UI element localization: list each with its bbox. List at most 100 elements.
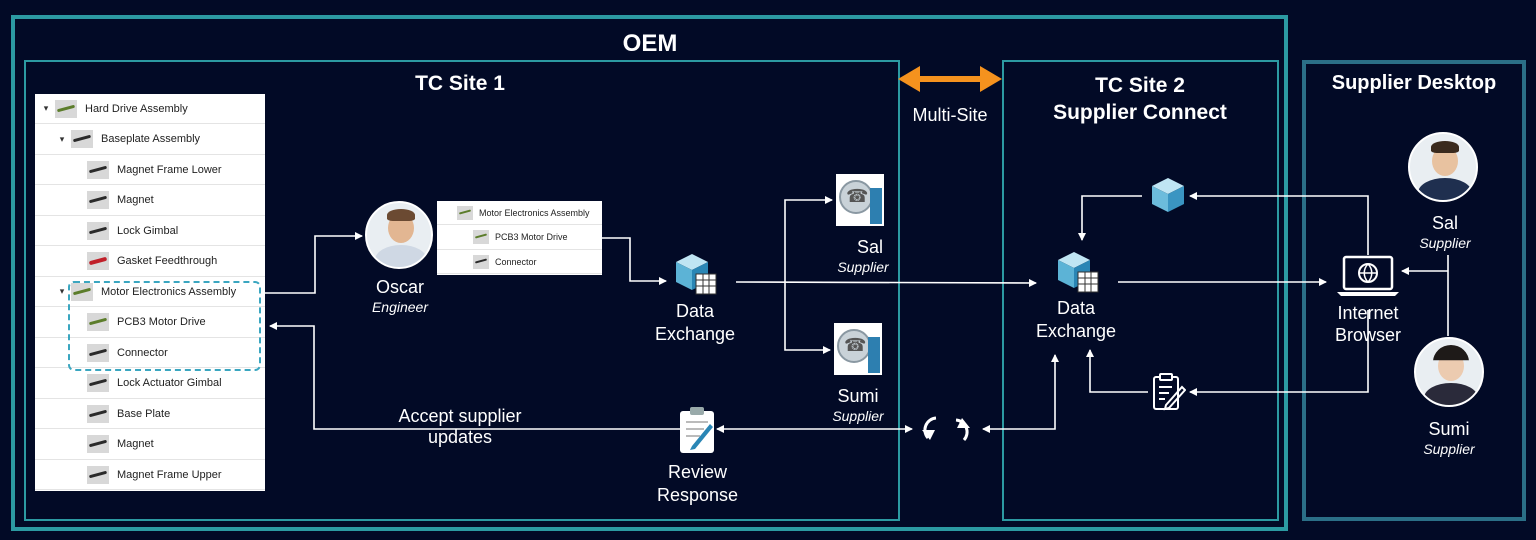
tree-item-label: Connector (117, 346, 168, 359)
tree-item-label: PCB3 Motor Drive (117, 316, 206, 328)
sal-desktop-role: Supplier (1419, 235, 1471, 251)
part-thumbnail-icon (87, 221, 109, 240)
accept-line2: updates (427, 427, 493, 447)
arrow-to-sumi (784, 283, 831, 354)
internet-browser-label: Internet Browser (1313, 302, 1423, 346)
tree-item-row[interactable]: Lock Gimbal (35, 216, 265, 246)
part-thumbnail-icon (55, 99, 77, 118)
tree-item-row[interactable]: ▾ Motor Electronics Assembly (35, 277, 265, 307)
data-exchange-1-label: Data Exchange (640, 300, 750, 346)
part-thumbnail-icon (87, 404, 109, 423)
arrow-to-sal (784, 196, 833, 283)
tc-site-1-boundary (24, 60, 900, 521)
tree-item-row[interactable]: PCB3 Motor Drive (35, 308, 265, 338)
tree-item-row[interactable]: Magnet Frame Lower (35, 155, 265, 185)
arrow-cube-to-dx2 (1078, 195, 1142, 241)
review-clipboard-icon (680, 407, 714, 453)
tree-item-row[interactable]: ▾ Baseplate Assembly (35, 125, 265, 155)
browser-line1: Internet (1337, 303, 1399, 323)
tree-item-label: Magnet (117, 194, 154, 206)
arrow-sync-dx2 (982, 354, 1059, 433)
tree-item-label: Baseplate Assembly (101, 133, 201, 145)
data-exchange-2-line2: Exchange (1035, 321, 1117, 341)
mini-tree-item-row[interactable]: Connector (437, 250, 602, 274)
tc-site-1-title: TC Site 1 (415, 72, 505, 95)
tree-item-label: Lock Actuator Gimbal (117, 377, 222, 389)
part-thumbnail-icon (87, 160, 109, 179)
supplier-desktop-title: Supplier Desktop (1331, 72, 1497, 94)
review-line2: Response (656, 485, 739, 505)
tree-item-row[interactable]: Magnet (35, 430, 265, 460)
oscar-name: Oscar (375, 277, 424, 297)
arrow-browser-to-cube (1189, 192, 1369, 255)
sal-site1-name: Sal (856, 237, 883, 257)
oem-boundary (11, 15, 1288, 531)
arrow-mini-to-dx1 (602, 237, 667, 285)
tc-site-2-title-line1: TC Site 2 (1095, 74, 1185, 97)
expand-caret-icon[interactable]: ▾ (59, 133, 65, 144)
internet-browser-icon (1337, 255, 1399, 296)
tree-item-label: Gasket Feedthrough (117, 255, 218, 267)
browser-line2: Browser (1334, 325, 1401, 345)
sumi-desktop-role: Supplier (1423, 441, 1475, 457)
review-line1: Review (667, 462, 728, 482)
data-exchange-2-icon (1058, 252, 1099, 293)
expand-caret-icon[interactable]: ▾ (43, 103, 49, 113)
sal-desktop-avatar (1408, 132, 1478, 202)
data-exchange-1-icon (676, 254, 717, 295)
tree-item-row[interactable]: Gasket Feedthrough (35, 247, 265, 277)
tree-item-row[interactable]: Magnet (35, 186, 265, 216)
part-thumbnail-icon (87, 374, 109, 392)
supplier-desktop-boundary (1302, 60, 1526, 521)
sal-site1-role: Supplier (837, 259, 889, 275)
mini-tree-item-label: PCB3 Motor Drive (495, 232, 568, 242)
part-thumbnail-icon (457, 205, 473, 220)
tree-item-label: Magnet Frame Upper (117, 468, 222, 481)
tree-item-row[interactable]: Connector (35, 338, 265, 368)
sumi-desktop-name: Sumi (1428, 419, 1470, 439)
part-thumbnail-icon (71, 282, 93, 301)
oscar-avatar (365, 201, 433, 269)
part-thumbnail-icon (87, 313, 109, 331)
multisite-label: Multi-Site (912, 105, 988, 125)
part-thumbnail-icon (473, 230, 489, 244)
sumi-desktop-avatar (1414, 337, 1484, 407)
tree-item-row[interactable]: Base Plate (35, 399, 265, 429)
tree-item-label: Lock Gimbal (117, 224, 179, 237)
sal-desktop-name: Sal (1431, 213, 1458, 233)
review-response-label: Review Response (640, 461, 755, 507)
part-thumbnail-icon (87, 465, 109, 484)
accept-line1: Accept supplier (398, 406, 522, 426)
data-exchange-2-line1: Data (1056, 298, 1096, 318)
part-thumbnail-icon (87, 252, 109, 270)
clipboard-edit-icon (1153, 373, 1186, 411)
data-exchange-2-label: Data Exchange (1021, 297, 1131, 343)
part-thumbnail-icon (71, 130, 93, 148)
tree-item-label: Motor Electronics Assembly (101, 285, 237, 298)
expand-caret-icon[interactable]: ▾ (59, 286, 65, 296)
sumi-phone-icon: ☎ (834, 323, 882, 375)
sumi-site1-name: Sumi (837, 386, 879, 406)
package-cube-icon (1152, 178, 1184, 212)
part-thumbnail-icon (473, 254, 489, 269)
part-thumbnail-icon (87, 435, 109, 453)
motor-electronics-highlight (68, 281, 261, 371)
tree-item-label: Base Plate (117, 407, 171, 420)
part-thumbnail-icon (87, 343, 109, 362)
sal-phone-icon: ☎ (836, 174, 884, 226)
arrow-browser-to-clipboard (1189, 310, 1369, 396)
sumi-site1-role: Supplier (832, 408, 884, 424)
arrow-dx1-to-dx2 (735, 278, 1037, 287)
tree-item-row[interactable]: ▾Hard Drive Assembly (35, 94, 265, 124)
mini-tree-item-row[interactable]: Motor Electronics Assembly (437, 201, 602, 225)
tree-item-row[interactable]: Magnet Frame Upper (35, 460, 265, 490)
tc-site-2-title: TC Site 2 Supplier Connect (1030, 72, 1250, 126)
tc-site-2-title-line2: Supplier Connect (1053, 101, 1227, 124)
part-thumbnail-icon (87, 191, 109, 209)
mini-tree-item-row[interactable]: PCB3 Motor Drive (437, 226, 602, 250)
tree-item-row[interactable]: Lock Actuator Gimbal (35, 369, 265, 399)
oscar-role: Engineer (371, 299, 429, 315)
